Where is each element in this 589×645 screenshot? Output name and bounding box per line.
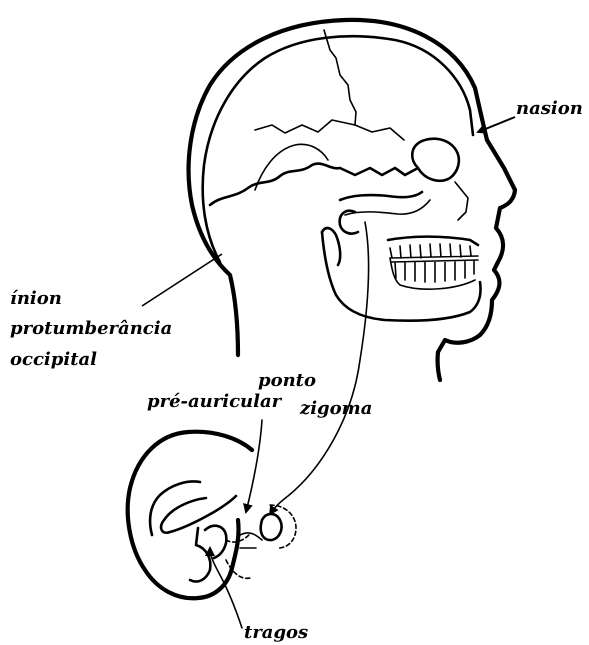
head-outline: [189, 20, 515, 380]
nasal-cheek: [455, 182, 468, 220]
head-drawing: [189, 20, 515, 380]
ponto-label: ponto: [258, 370, 316, 391]
zygoma-ear-dashed: [270, 505, 296, 548]
upper-teeth: [390, 244, 478, 258]
pointer-lines: [142, 117, 515, 628]
ear-outline: [128, 432, 252, 599]
occipital-label: occipital: [10, 349, 97, 370]
zygoma-ear-solid: [261, 514, 282, 540]
preauricular-arrow: [246, 420, 262, 512]
tragos-label: tragos: [244, 622, 308, 643]
orbit: [412, 139, 459, 181]
zigoma-arrow: [270, 222, 369, 514]
squamous-suture: [255, 120, 404, 140]
ear-drawing: [128, 432, 296, 599]
protuberancia-label: protumberância: [10, 318, 172, 339]
ear-concha: [190, 528, 210, 582]
skull-vault-inner: [203, 36, 473, 262]
inion-pointer: [142, 254, 222, 306]
coronal-suture: [324, 30, 356, 125]
zigoma-label: zigoma: [299, 398, 372, 419]
lower-teeth: [392, 260, 478, 282]
teeth-outline: [390, 258, 475, 289]
temporal-bone: [210, 164, 418, 205]
ear-inner-line: [240, 533, 262, 548]
zygomatic-arch: [340, 192, 422, 200]
inion-label: ínion: [10, 288, 62, 309]
pre-auricular-label: pré-auricular: [147, 391, 283, 412]
labels: nasion ínion protumberância occipital po…: [10, 98, 583, 643]
mandible: [322, 232, 481, 321]
nasion-label: nasion: [516, 98, 583, 119]
maxilla: [388, 237, 478, 245]
zygomatic-arch-lower: [345, 200, 430, 215]
